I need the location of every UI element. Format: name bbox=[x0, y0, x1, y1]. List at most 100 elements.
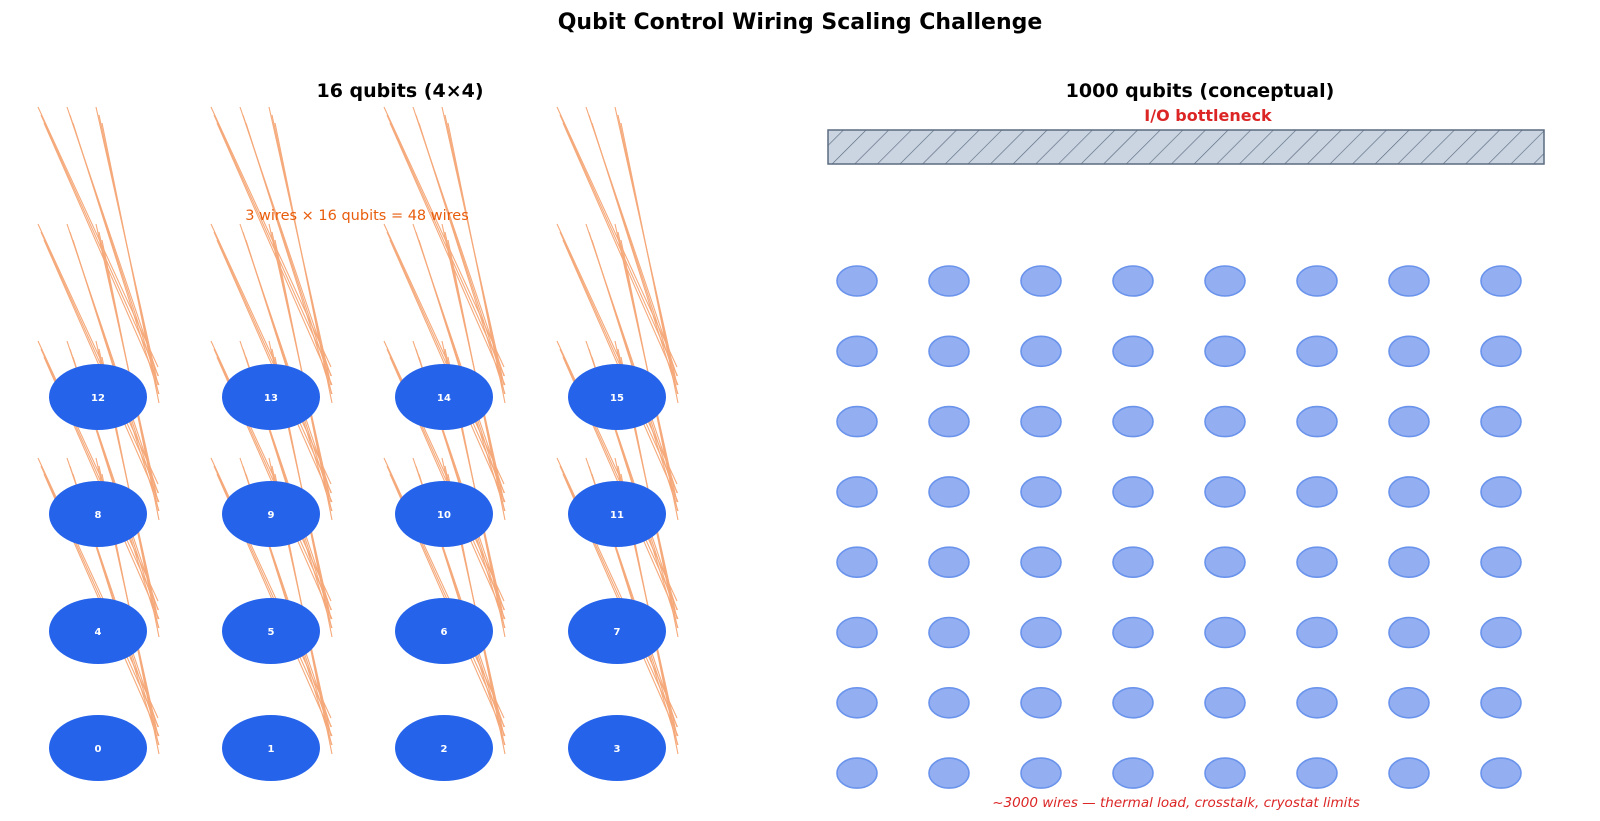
conceptual-qubit bbox=[836, 546, 878, 579]
control-wire bbox=[447, 122, 506, 404]
conceptual-qubit bbox=[1020, 546, 1062, 579]
wire-bundle bbox=[210, 106, 333, 404]
qubit-label: 6 bbox=[441, 627, 448, 638]
conceptual-qubit bbox=[1296, 265, 1338, 297]
conceptual-qubit bbox=[1388, 335, 1430, 368]
control-wire bbox=[418, 122, 506, 395]
qubit-circle bbox=[568, 715, 666, 781]
qubit-label: 7 bbox=[614, 627, 621, 638]
qubit-circle bbox=[222, 598, 320, 664]
qubit-label: 9 bbox=[268, 510, 275, 521]
qubit-label: 3 bbox=[614, 744, 621, 755]
conceptual-qubit bbox=[1020, 405, 1062, 438]
qubit-circle bbox=[395, 598, 493, 664]
conceptual-qubit bbox=[1020, 757, 1062, 789]
conceptual-qubit bbox=[1020, 335, 1062, 368]
conceptual-qubit bbox=[1112, 616, 1154, 649]
qubit-node: 7 bbox=[568, 598, 666, 664]
conceptual-qubit bbox=[1480, 616, 1522, 649]
conceptual-qubit bbox=[1112, 546, 1154, 579]
right-panel-title: 1000 qubits (conceptual) bbox=[1066, 80, 1335, 102]
io-bottleneck-label: I/O bottleneck bbox=[1144, 106, 1272, 125]
conceptual-qubit bbox=[1296, 616, 1338, 649]
conceptual-qubit bbox=[1204, 405, 1246, 438]
qubit-node: 2 bbox=[395, 715, 493, 781]
conceptual-qubit bbox=[1296, 405, 1338, 438]
wire-bundle bbox=[556, 106, 679, 404]
qubit-label: 10 bbox=[437, 510, 451, 521]
conceptual-qubit bbox=[1388, 476, 1430, 508]
qubit-node: 0 bbox=[49, 715, 147, 781]
right-panel: 1000 qubits (conceptual) I/O bottleneck … bbox=[827, 80, 1545, 811]
qubit-node: 13 bbox=[222, 364, 320, 430]
qubit-node: 12 bbox=[49, 364, 147, 430]
qubit-node: 10 bbox=[395, 481, 493, 547]
qubit-grid-8x8 bbox=[836, 265, 1522, 789]
control-wire bbox=[43, 122, 160, 386]
wire-bundle bbox=[383, 106, 506, 404]
qubit-label: 12 bbox=[91, 393, 105, 404]
conceptual-qubit bbox=[1480, 405, 1522, 438]
qubit-label: 2 bbox=[441, 744, 448, 755]
conceptual-qubit bbox=[1388, 616, 1430, 649]
conceptual-qubit bbox=[1112, 686, 1154, 719]
qubit-circle bbox=[49, 364, 147, 430]
control-wire bbox=[562, 122, 679, 386]
figure-title: Qubit Control Wiring Scaling Challenge bbox=[558, 10, 1043, 35]
qubit-circle bbox=[222, 715, 320, 781]
conceptual-qubit bbox=[1112, 265, 1154, 297]
conceptual-qubit bbox=[1480, 335, 1522, 368]
conceptual-qubit bbox=[1020, 616, 1062, 649]
qubit-label: 0 bbox=[95, 744, 102, 755]
conceptual-qubit bbox=[1296, 476, 1338, 508]
conceptual-qubit bbox=[1204, 686, 1246, 719]
conceptual-qubit bbox=[836, 476, 878, 508]
conceptual-qubit bbox=[928, 265, 970, 297]
qubit-circle bbox=[222, 481, 320, 547]
conceptual-qubit bbox=[1112, 405, 1154, 438]
qubit-node: 3 bbox=[568, 715, 666, 781]
conceptual-qubit bbox=[1020, 686, 1062, 719]
conceptual-qubit bbox=[1204, 616, 1246, 649]
conceptual-qubit bbox=[1204, 757, 1246, 789]
left-panel-title: 16 qubits (4×4) bbox=[316, 80, 483, 102]
wire-count-annotation: 3 wires × 16 qubits = 48 wires bbox=[245, 208, 469, 224]
control-wire bbox=[620, 122, 679, 404]
conceptual-qubit bbox=[836, 265, 878, 297]
qubit-circle bbox=[395, 715, 493, 781]
qubit-label: 1 bbox=[268, 744, 275, 755]
wire-count-footer-note: ~3000 wires — thermal load, crosstalk, c… bbox=[992, 795, 1359, 811]
qubit-label: 15 bbox=[610, 393, 624, 404]
conceptual-qubit bbox=[1388, 686, 1430, 719]
qubit-node: 14 bbox=[395, 364, 493, 430]
control-wire bbox=[245, 122, 333, 395]
conceptual-qubit bbox=[1296, 686, 1338, 719]
conceptual-qubit bbox=[836, 616, 878, 649]
control-wire bbox=[72, 122, 160, 395]
qubit-circle bbox=[49, 481, 147, 547]
qubit-node: 1 bbox=[222, 715, 320, 781]
conceptual-qubit bbox=[1204, 335, 1246, 368]
wire-bundle bbox=[37, 106, 160, 404]
conceptual-qubit bbox=[836, 686, 878, 719]
qubit-label: 4 bbox=[95, 627, 102, 638]
conceptual-qubit bbox=[928, 546, 970, 579]
qubit-circle bbox=[395, 364, 493, 430]
io-bottleneck-bar bbox=[827, 129, 1545, 165]
qubit-label: 5 bbox=[268, 627, 275, 638]
conceptual-qubit bbox=[1204, 265, 1246, 297]
conceptual-qubit bbox=[1388, 265, 1430, 297]
conceptual-qubit bbox=[1204, 546, 1246, 579]
qubit-node: 6 bbox=[395, 598, 493, 664]
conceptual-qubit bbox=[836, 405, 878, 438]
conceptual-qubit bbox=[1388, 757, 1430, 789]
conceptual-qubit bbox=[1296, 546, 1338, 579]
control-wire bbox=[216, 122, 333, 386]
qubit-node: 8 bbox=[49, 481, 147, 547]
conceptual-qubit bbox=[1204, 476, 1246, 508]
conceptual-qubit bbox=[836, 757, 878, 789]
qubit-label: 8 bbox=[95, 510, 102, 521]
qubit-circle bbox=[49, 715, 147, 781]
